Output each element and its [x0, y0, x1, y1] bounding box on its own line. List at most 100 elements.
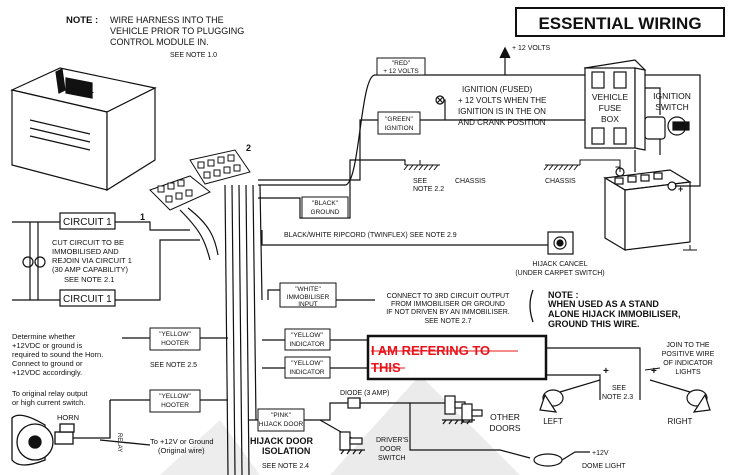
cut-note-line: REJOIN VIA CIRCUIT 1 [52, 256, 132, 265]
yellow-indicator-name: "YELLOW" [291, 332, 323, 339]
ignition-switch-label: IGNITION [653, 91, 691, 101]
white-wire-name: "WHITE" [295, 286, 321, 293]
connector-label-1: 1 [140, 212, 145, 222]
horn-to-line: (Original wire) [158, 446, 205, 455]
right-label: RIGHT [668, 417, 693, 426]
hijack-cancel-label: HIJACK CANCEL [532, 261, 587, 268]
green-wire-func: IGNITION [385, 125, 414, 132]
yellow-hooter-func: HOOTER [161, 340, 189, 347]
yellow-hooter-func: HOOTER [161, 402, 189, 409]
cut-note-line: SEE NOTE 2.1 [64, 275, 114, 284]
chassis-see-note: NOTE 2.2 [413, 186, 444, 193]
diode-label: DIODE (3 AMP) [340, 390, 389, 397]
top-note-line: VEHICLE PRIOR TO PLUGGING [110, 26, 244, 36]
dome-label: DOME LIGHT [582, 463, 626, 470]
pink-wire-tag [257, 408, 305, 432]
pink-wire-func: HIJACK DOOR [259, 421, 304, 428]
black-wire-func: GROUND [311, 209, 340, 216]
chassis-label: CHASSIS [545, 178, 576, 185]
black-wire [258, 159, 406, 219]
yellow-hooter-name: "YELLOW" [159, 331, 191, 338]
cut-note-line: (30 AMP CAPABILITY) [52, 265, 129, 274]
door-isolation-note: SEE NOTE 2.4 [262, 463, 309, 470]
left-indicator-bulb-icon [539, 379, 601, 413]
dome-light-icon [499, 449, 590, 467]
battery-plus: + [678, 184, 683, 194]
relay-label: RELAY [116, 433, 122, 452]
indicator-plus: + [651, 366, 657, 377]
module-brand: HIJACK [70, 88, 94, 99]
circuit-1-wiring [12, 212, 200, 307]
relay-note-line: or high current switch. [12, 398, 85, 407]
horn-note: Determine whether +12VDC or ground is re… [12, 332, 103, 377]
fuse-box-label: BOX [601, 114, 619, 124]
yellow-indicator-name: "YELLOW" [291, 360, 323, 367]
white-wire-func: INPUT [298, 301, 318, 308]
battery-wire [645, 74, 701, 187]
chassis-grounds [403, 159, 621, 172]
circuit-1-label: CIRCUIT 1 [63, 294, 112, 305]
horn-note-line: +12VDC accordingly. [12, 368, 82, 377]
top-note-line: SEE NOTE 1.0 [170, 52, 217, 59]
ignition-line: + 12 VOLTS WHEN THE [458, 96, 546, 105]
green-wire [258, 95, 590, 181]
third-circuit-line: IF NOT DRIVEN BY AN IMMOBILISER. [386, 309, 509, 316]
horn-label: HORN [57, 413, 79, 422]
door-isolation-title: HIJACK DOOR [250, 436, 314, 446]
indicator-plus: + [603, 366, 609, 377]
fuse-box-label: VEHICLE [592, 92, 629, 102]
white-wire-func: IMMOBILISER [287, 294, 330, 301]
other-doors-label: DOORS [489, 423, 521, 433]
horn-note-line: +12VDC or ground is [12, 341, 82, 350]
red-wire-tag [376, 57, 426, 76]
relay-note-line: To original relay output [12, 389, 88, 398]
standalone-line: WHEN USED AS A STAND [548, 299, 659, 309]
yellow-indicator-func: INDICATOR [289, 341, 324, 348]
third-circuit-line: SEE NOTE 2.7 [424, 318, 471, 325]
join-arrow [644, 367, 661, 371]
right-indicator-bulb-icon [649, 379, 711, 413]
battery-ground [683, 245, 697, 251]
yellow-indicator-func: INDICATOR [289, 369, 324, 376]
horn-note-line: Connect to ground or [12, 359, 83, 368]
top-note-prefix: NOTE : [66, 15, 98, 26]
third-circuit-line: CONNECT TO 3RD CIRCUIT OUTPUT [387, 293, 510, 300]
page-title: ESSENTIAL WIRING [538, 14, 701, 33]
pink-wire-name: "PINK" [271, 412, 291, 419]
ignition-switch-label: SWITCH [655, 102, 689, 112]
horn-note-line: Determine whether [12, 332, 76, 341]
driver-door-label: SWITCH [378, 455, 406, 462]
join-line: JOIN TO THE [666, 342, 710, 349]
top-note-line: WIRE HARNESS INTO THE [110, 15, 224, 25]
standalone-line: GROUND THIS WIRE. [548, 319, 640, 329]
driver-door-label: DRIVER'S [376, 437, 409, 444]
cut-circuit-note: CUT CIRCUIT TO BE IMMOBILISED AND REJOIN… [52, 238, 132, 284]
battery-icon [603, 167, 692, 252]
standalone-line: ALONE HIJACK IMMOBILISER, [548, 309, 681, 319]
standalone-note: NOTE : WHEN USED AS A STAND ALONE HIJACK… [548, 290, 681, 329]
module-connector-1 [149, 175, 211, 211]
circuit-1-label: CIRCUIT 1 [63, 217, 112, 228]
annotation-box: I AM REFERING TO THIS [366, 334, 548, 381]
ignition-line: AND CRANK POSITION [458, 118, 546, 127]
ignition-line: IGNITION IS IN THE ON [458, 107, 546, 116]
chassis-see-note: SEE [413, 178, 427, 185]
red-wire [258, 46, 590, 186]
red-wire-name: "RED" [392, 60, 411, 67]
black-wire-name: "BLACK" [312, 200, 339, 207]
ignition-note: IGNITION (FUSED) + 12 VOLTS WHEN THE IGN… [458, 85, 546, 127]
other-doors-label: OTHER [490, 412, 520, 422]
top-note: NOTE : WIRE HARNESS INTO THE VEHICLE PRI… [66, 15, 244, 59]
fuse-box-label: FUSE [599, 103, 622, 113]
green-wire-tag [377, 111, 421, 135]
white-wire-tag [279, 282, 337, 308]
title-box: ESSENTIAL WIRING [515, 7, 725, 37]
black-wire-tag [301, 196, 349, 219]
top-note-line: CONTROL MODULE IN. [110, 37, 209, 47]
driver-door-switch-icon [339, 431, 365, 455]
third-circuit-note: CONNECT TO 3RD CIRCUIT OUTPUT FROM IMMOB… [386, 293, 510, 325]
brace [529, 289, 534, 323]
standalone-prefix: NOTE : [548, 290, 579, 300]
ignition-title: IGNITION (FUSED) [462, 85, 533, 94]
